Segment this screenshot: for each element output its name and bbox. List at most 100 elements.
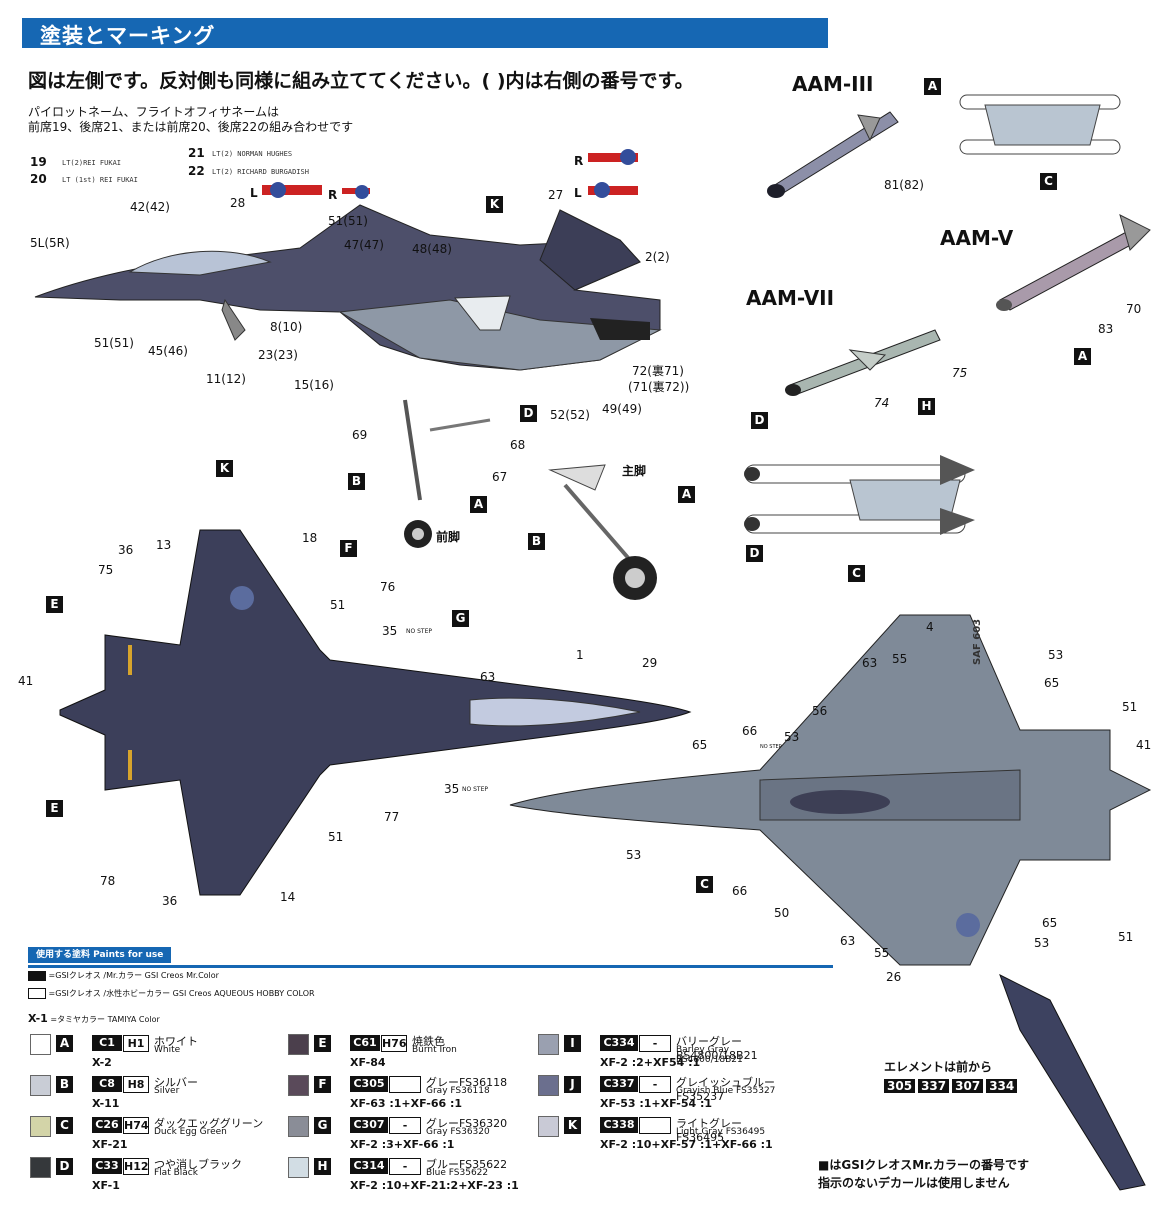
paint-name-en: Grayish Blue FS35327 — [676, 1086, 776, 1096]
label: 51(51) — [328, 214, 368, 228]
serial-decal: SAF 603 — [972, 618, 983, 665]
label: 67 — [492, 470, 508, 484]
legend-text: =タミヤカラー TAMIYA Color — [50, 1015, 160, 1024]
label: 5L(5R) — [30, 236, 70, 250]
note-line-2: 前席19、後席21、または前席20、後席22の組み合わせです — [28, 120, 354, 134]
callout-c: C — [848, 565, 865, 582]
aqueous-code: - — [389, 1158, 421, 1175]
label: 48(48) — [412, 242, 452, 256]
mr-color-code: C305 — [350, 1076, 388, 1092]
decal-side-r: R — [328, 188, 338, 202]
label: 51 — [1122, 700, 1138, 714]
aqueous-code — [639, 1117, 671, 1134]
label: 52(52) — [550, 408, 590, 422]
paint-key: B — [56, 1076, 73, 1093]
label: 35 — [382, 624, 398, 638]
paint-swatch — [538, 1116, 559, 1137]
paint-swatch — [538, 1034, 559, 1055]
callout-a: A — [1074, 348, 1091, 365]
front-gear — [403, 399, 491, 548]
label: 29 — [642, 656, 658, 670]
paint-name-en: Barley Gray BS4800/18B21 — [676, 1045, 743, 1065]
no-step-text: NO STEP — [462, 786, 489, 793]
callout-e: E — [46, 596, 63, 613]
mr-color-code: C334 — [600, 1035, 638, 1051]
mr-color-code: C26 — [92, 1117, 122, 1133]
label: 77 — [384, 810, 400, 824]
tamiya-mix: XF-63 :1+XF-66 :1 — [350, 1097, 463, 1110]
label: 49(49) — [602, 402, 642, 416]
decal-side-r: R — [574, 154, 584, 168]
label: 51 — [328, 830, 344, 844]
label: 4 — [926, 620, 934, 634]
element-code: 305 — [884, 1079, 916, 1093]
aqueous-code: - — [639, 1035, 671, 1052]
label: 55 — [874, 946, 890, 960]
paint-name-jp: つや消しブラック — [154, 1158, 242, 1171]
footer-line-2: 指示のないデカールは使用しません — [818, 1176, 1010, 1190]
label: 53 — [784, 730, 800, 744]
aam3-rack — [959, 94, 1121, 155]
label: 75 — [98, 563, 114, 577]
main-gear-label: 主脚 — [622, 464, 647, 478]
paint-key: E — [314, 1035, 331, 1052]
paint-name-jp: ホワイト — [154, 1035, 198, 1048]
label: 70 — [1126, 302, 1142, 316]
paint-key: I — [564, 1035, 581, 1052]
footer-line-1: ■はGSIクレオスMr.カラーの番号です — [818, 1158, 1030, 1172]
label: 75 — [952, 366, 968, 380]
label: 81(82) — [884, 178, 924, 192]
paint-name-en: Gray FS36320 — [426, 1127, 490, 1137]
label: 65 — [1042, 916, 1058, 930]
decal-number-19: 19 — [30, 155, 47, 169]
tamiya-mix: XF-84 — [350, 1056, 386, 1069]
no-step-text: NO STEP — [760, 744, 782, 750]
paint-key: A — [56, 1035, 73, 1052]
paint-name-en: Silver — [154, 1086, 180, 1096]
callout-f: F — [340, 540, 357, 557]
decal-side-l: L — [250, 186, 258, 200]
label: 53 — [1048, 648, 1064, 662]
tamiya-mix: XF-1 — [92, 1179, 120, 1192]
label: 66 — [742, 724, 758, 738]
label: 51(51) — [94, 336, 134, 350]
section-header: 塗装とマーキング — [22, 18, 828, 48]
mr-color-code: C8 — [92, 1076, 122, 1092]
aam5-title: AAM-V — [940, 226, 1014, 250]
side-view-aircraft — [34, 204, 662, 371]
paint-swatch — [30, 1157, 51, 1178]
footer-notes: ■はGSIクレオスMr.カラーの番号です 指示のないデカールは使用しません — [818, 1156, 1029, 1192]
label: 47(47) — [344, 238, 384, 252]
label: 63 — [862, 656, 878, 670]
label: 63 — [480, 670, 496, 684]
mr-color-code: C33 — [92, 1158, 122, 1174]
element-code: 337 — [918, 1079, 950, 1093]
tamiya-mix: X-2 — [92, 1056, 112, 1069]
paint-name-en: Flat Black — [154, 1168, 198, 1178]
label: 55 — [892, 652, 908, 666]
label: 50 — [774, 906, 790, 920]
aqueous-code: - — [389, 1117, 421, 1134]
paint-name-en: Light Gray FS36495 — [676, 1127, 766, 1137]
decal-number-20: 20 — [30, 172, 47, 186]
paint-key: C — [56, 1117, 73, 1134]
callout-c: C — [696, 876, 713, 893]
aam7-missile — [785, 329, 941, 396]
label: 65 — [1044, 676, 1060, 690]
tamiya-mix: XF-2 :10+XF-21:2+XF-23 :1 — [350, 1179, 519, 1192]
element-code: 334 — [986, 1079, 1018, 1093]
callout-d: D — [746, 545, 763, 562]
label: 51 — [330, 598, 346, 612]
legend-mr-color: =GSIクレオス /Mr.カラー GSI Creos Mr.Color — [28, 970, 219, 981]
legend-tamiya: X-1 =タミヤカラー TAMIYA Color — [28, 1012, 160, 1025]
callout-h: H — [918, 398, 935, 415]
aam3-missile — [767, 111, 899, 198]
aam7-title: AAM-VII — [746, 286, 835, 310]
label: 11(12) — [206, 372, 246, 386]
